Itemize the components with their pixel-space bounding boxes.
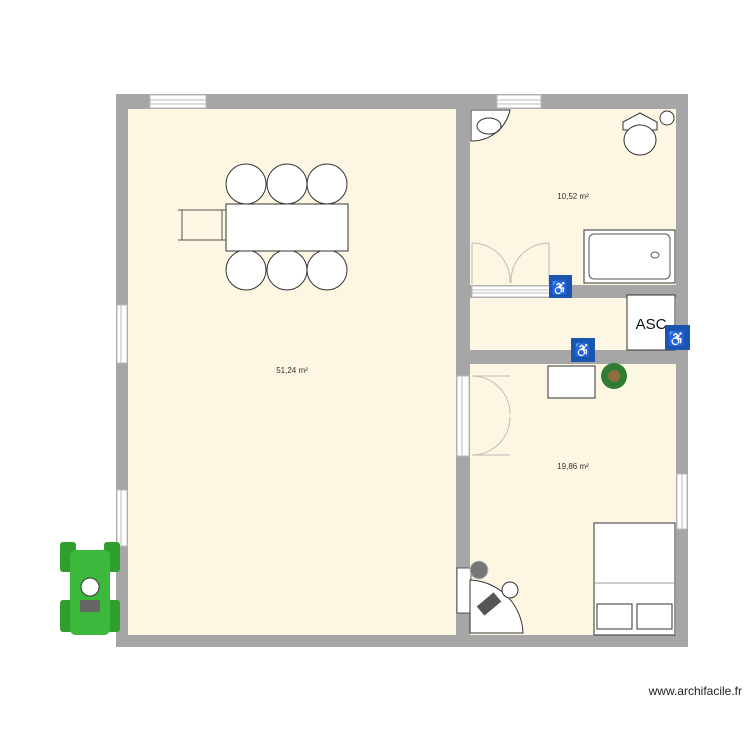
shower-icon: [583, 229, 676, 284]
desk-icon[interactable]: [456, 567, 524, 634]
tractor-icon: [60, 542, 120, 635]
bed-icon[interactable]: [593, 522, 676, 636]
door-icon: [471, 242, 550, 456]
svg-text:♿: ♿: [574, 342, 591, 359]
nightstand-icon: [547, 365, 596, 399]
svg-text:♿: ♿: [668, 330, 687, 348]
dining-table-icon[interactable]: [225, 163, 349, 291]
wheelchair-icon: [178, 209, 226, 241]
svg-text:♿: ♿: [551, 280, 568, 297]
bathroom-area: 10,52 m²: [557, 192, 589, 201]
plant-icon: [601, 363, 627, 389]
bedroom-area: 19,86 m²: [557, 462, 589, 471]
elevator-label: ASC: [636, 316, 667, 333]
corner-sink-icon: [470, 109, 511, 142]
elevator-icon[interactable]: ASC: [626, 294, 676, 351]
toilet-icon: [622, 110, 675, 156]
main-room-area: 51,24 m²: [276, 366, 308, 375]
lamp-icon: [469, 560, 489, 580]
window-icon: [116, 94, 688, 547]
wheelchair-sign-icon: ♿ ♿ ♿: [549, 275, 690, 362]
watermark[interactable]: www.archifacile.fr: [648, 684, 742, 698]
